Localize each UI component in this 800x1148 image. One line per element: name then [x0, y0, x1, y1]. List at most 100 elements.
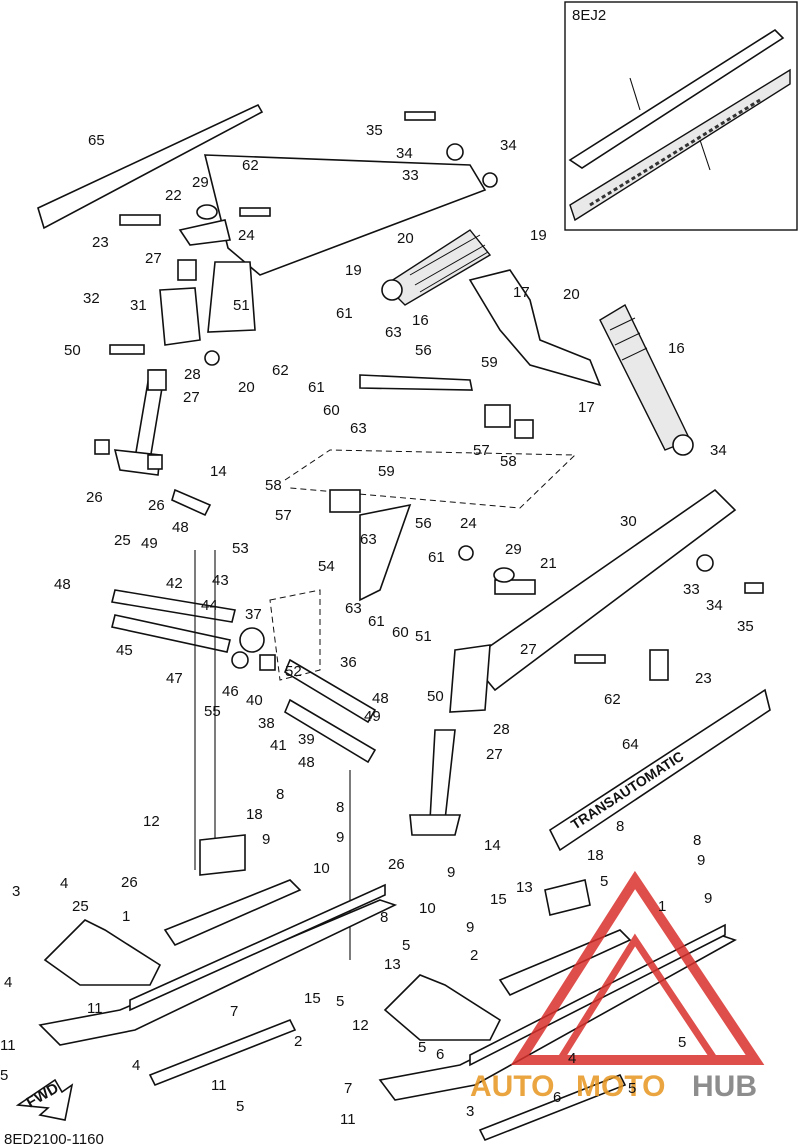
callout: 16: [412, 312, 429, 329]
nut-24: [458, 545, 474, 561]
callout: 3: [12, 883, 20, 900]
callout: 4: [60, 875, 68, 892]
bolt-62: [239, 207, 271, 217]
callout: 62: [272, 362, 289, 379]
bushing-33: [446, 143, 464, 161]
wear-bar-left: [148, 1018, 297, 1087]
washer-34: [482, 172, 498, 188]
callout: 8: [616, 818, 624, 835]
callout: 54: [318, 558, 335, 575]
callout: 34: [396, 145, 413, 162]
callout: 5: [600, 873, 608, 890]
callout: 43: [212, 572, 229, 589]
callout: 10: [313, 860, 330, 877]
callout: 11: [340, 1111, 356, 1128]
dashed-plate-52: [269, 589, 321, 681]
bracket-21: [494, 579, 536, 595]
ski-pad-18-right: [544, 879, 591, 916]
callout: 36: [340, 654, 357, 671]
callout: 14: [484, 837, 501, 854]
callout: 26: [148, 497, 165, 514]
inset-decal-64: [569, 68, 791, 222]
callout: 8: [693, 832, 701, 849]
bolt-35b: [744, 582, 764, 594]
callout: 3: [466, 1103, 474, 1120]
callout: 29: [192, 174, 209, 191]
joint-37: [239, 627, 265, 653]
left-trailing-arm-assembly: [37, 103, 498, 476]
callout: 57: [275, 507, 292, 524]
inset-panel: 8EJ2: [564, 1, 798, 231]
bolt-23b: [649, 649, 669, 681]
bushing-27b: [147, 369, 167, 391]
callout: 51: [233, 297, 250, 314]
callout: 13: [384, 956, 401, 973]
shock-absorber-right: [599, 304, 694, 456]
ski-top-left: [129, 883, 386, 1012]
right-trailing-arm-assembly: [329, 488, 764, 836]
callout: 11: [87, 1000, 103, 1017]
watermark-moto: MOTO: [576, 1070, 665, 1103]
ski-body-left: [38, 899, 398, 1046]
stabilizer-links: [111, 488, 377, 764]
callout: 16: [668, 340, 685, 357]
callout: 63: [345, 600, 362, 617]
callout: 58: [500, 453, 517, 470]
callout: 49: [364, 708, 381, 725]
footer-code: 8ED2100-1160: [4, 1131, 104, 1148]
callout: 34: [710, 442, 727, 459]
callout: 4: [568, 1050, 576, 1067]
bushing-26a: [94, 439, 110, 455]
callout: 17: [513, 284, 530, 301]
bracket-57: [484, 404, 511, 428]
callout: 11: [211, 1077, 227, 1094]
callout: 27: [520, 641, 537, 658]
callout: 7: [230, 1003, 238, 1020]
callout: 28: [184, 366, 201, 383]
callout: 31: [130, 297, 147, 314]
knuckle-right: [449, 644, 491, 713]
callout: 9: [336, 829, 344, 846]
callout: 27: [183, 389, 200, 406]
callout: 34: [706, 597, 723, 614]
callout-labels: 65 62 35 34 33 34 29 22 23 24 20 19 27 5…: [0, 122, 754, 1128]
ski-pad-18-left: [199, 834, 246, 876]
inset-decal-65: [568, 28, 785, 169]
nut-20: [204, 350, 220, 366]
rod-56b: [359, 503, 412, 602]
callout: 24: [460, 515, 477, 532]
callout: 33: [683, 581, 700, 598]
callout: 1: [122, 908, 130, 925]
bushing-26b: [147, 454, 163, 470]
callout: 18: [587, 847, 604, 864]
rod-56: [359, 374, 473, 391]
callout: 30: [620, 513, 637, 530]
callout: 7: [344, 1080, 352, 1097]
callout: 25: [114, 532, 131, 549]
watermark-auto: AUTO: [470, 1070, 554, 1103]
bolt-23: [119, 214, 161, 226]
callout: 35: [737, 618, 754, 635]
callout: 34: [500, 137, 517, 154]
block-58: [514, 419, 534, 439]
callout: 8: [380, 909, 388, 926]
callout: 19: [530, 227, 547, 244]
callout: 48: [298, 754, 315, 771]
bushing-27: [177, 259, 197, 281]
callout: 63: [350, 420, 367, 437]
callout: 29: [505, 541, 522, 558]
callout: 58: [265, 477, 282, 494]
callout: 15: [490, 891, 507, 908]
callout: 4: [132, 1057, 140, 1074]
callout: 47: [166, 670, 183, 687]
callout: 1: [658, 898, 666, 915]
callout: 48: [54, 576, 71, 593]
callout: 5: [678, 1034, 686, 1051]
callout: 61: [336, 305, 353, 322]
callout: 48: [372, 690, 389, 707]
callout: 12: [143, 813, 160, 830]
callout: 48: [172, 519, 189, 536]
callout: 26: [121, 874, 138, 891]
callout: 64: [622, 736, 639, 753]
